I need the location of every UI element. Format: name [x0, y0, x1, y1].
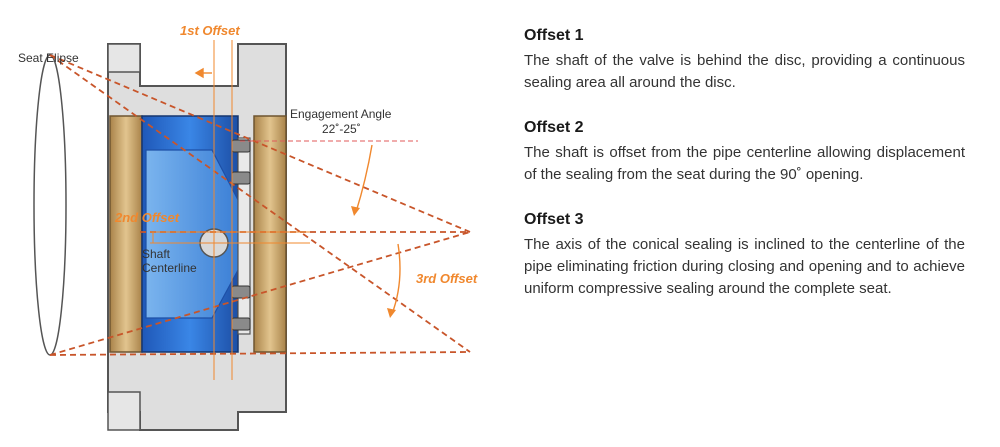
label-seat-elipse: Seat Elipse [18, 51, 79, 65]
label-first-offset: 1st Offset [180, 23, 240, 38]
third-offset-arc-head [387, 308, 396, 318]
label-angle-range: 22˚-25˚ [322, 122, 361, 136]
first-offset-markers [213, 40, 233, 380]
offset-1-body: The shaft of the valve is behind the dis… [524, 52, 965, 91]
triple-offset-valve-diagram: 1st Offset 2nd Offset 3rd Offset Seat El… [18, 23, 478, 431]
engagement-arc [355, 144, 373, 213]
seat-right [253, 115, 287, 353]
label-shaft: Shaft [142, 247, 171, 261]
offset-1-block: Offset 1 The shaft of the valve is behin… [524, 26, 965, 94]
offsets-description: Offset 1 The shaft of the valve is behin… [524, 26, 965, 300]
second-offset-markers [150, 231, 310, 244]
offset-2-block: Offset 2 The shaft is offset from the pi… [524, 118, 965, 186]
seat-ellipse [33, 54, 67, 356]
offset-3-block: Offset 3 The axis of the conical sealing… [524, 210, 965, 300]
bolts [231, 139, 251, 331]
offset-3-body: The axis of the conical sealing is incli… [524, 236, 965, 297]
flange-upper [107, 43, 141, 73]
valve-cross-section: 1st Offset 2nd Offset 3rd Offset Seat El… [18, 23, 478, 431]
label-centerline: Centerline [142, 261, 197, 275]
seat-left [109, 115, 143, 353]
label-second-offset: 2nd Offset [114, 210, 180, 225]
label-third-offset: 3rd Offset [416, 271, 478, 286]
engagement-arc-head [351, 206, 360, 216]
first-offset-arrow [194, 67, 212, 79]
offset-1-title: Offset 1 [524, 27, 584, 44]
flange-lower [107, 391, 141, 431]
offset-3-title: Offset 3 [524, 211, 584, 228]
third-offset-arc [391, 243, 401, 315]
offset-2-body: The shaft is offset from the pipe center… [524, 144, 965, 183]
offset-2-title: Offset 2 [524, 119, 584, 136]
label-engagement-angle: Engagement Angle [290, 107, 392, 121]
retaining-ring [237, 137, 251, 335]
